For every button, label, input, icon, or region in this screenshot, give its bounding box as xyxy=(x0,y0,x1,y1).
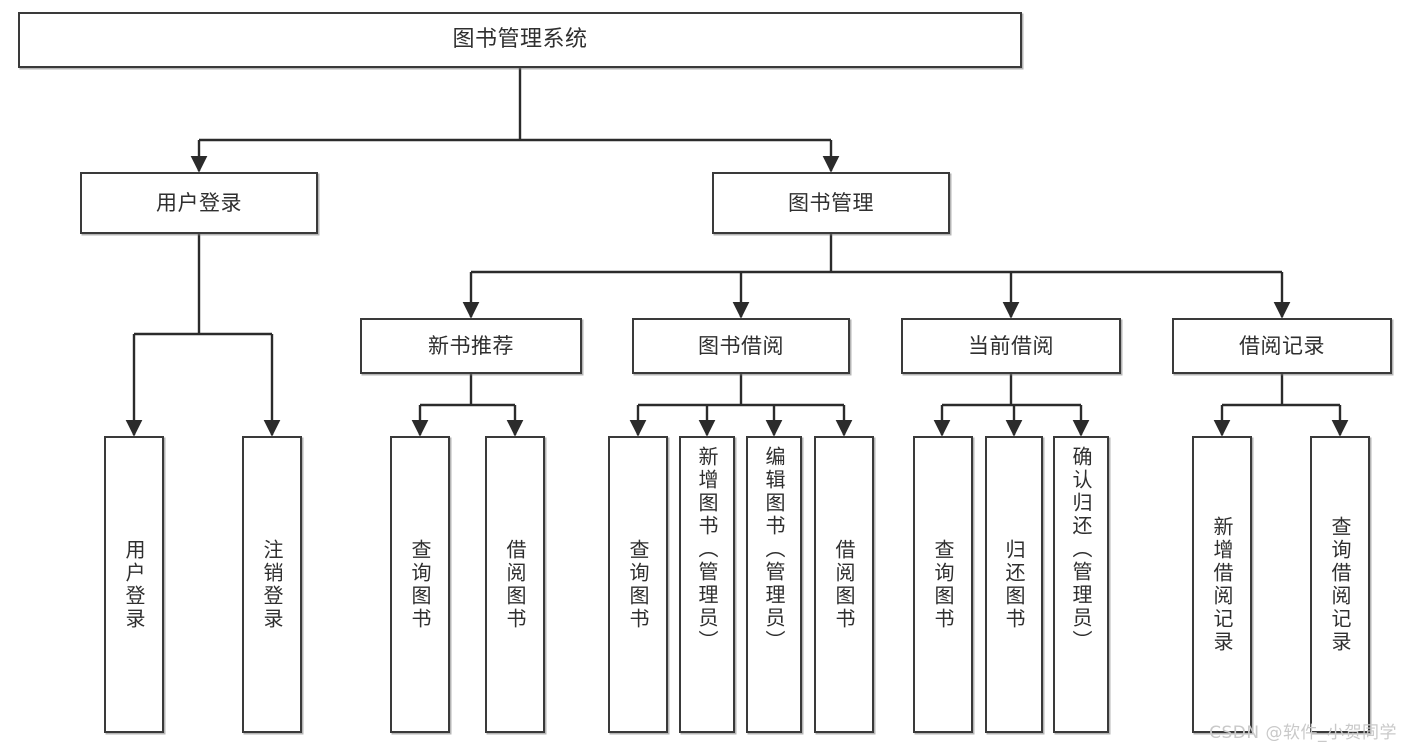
node-label: 确认归还（管理员） xyxy=(1069,446,1093,653)
node-leaf-borrow-book-1: 借阅图书 xyxy=(485,436,545,733)
node-leaf-logout: 注销登录 xyxy=(242,436,302,733)
node-label: 新增借阅记录 xyxy=(1210,515,1234,654)
node-label: 图书管理系统 xyxy=(452,27,588,53)
node-leaf-query-book-1: 查询图书 xyxy=(390,436,450,733)
node-leaf-add-book: 新增图书（管理员） xyxy=(679,436,735,733)
node-label: 查询图书 xyxy=(626,538,650,631)
node-leaf-confirm-return: 确认归还（管理员） xyxy=(1053,436,1109,733)
node-leaf-add-record: 新增借阅记录 xyxy=(1192,436,1252,733)
node-leaf-query-book-3: 查询图书 xyxy=(913,436,973,733)
node-root: 图书管理系统 xyxy=(18,12,1022,68)
node-borrow-record: 借阅记录 xyxy=(1172,318,1392,374)
node-label: 注销登录 xyxy=(260,538,284,631)
node-leaf-borrow-book-2: 借阅图书 xyxy=(814,436,874,733)
node-leaf-query-book-2: 查询图书 xyxy=(608,436,668,733)
node-label: 编辑图书（管理员） xyxy=(762,446,786,653)
node-book-manage: 图书管理 xyxy=(712,172,950,234)
node-label: 借阅图书 xyxy=(832,538,856,631)
node-leaf-query-record: 查询借阅记录 xyxy=(1310,436,1370,733)
node-current-borrow: 当前借阅 xyxy=(901,318,1121,374)
node-label: 图书管理 xyxy=(788,190,874,215)
watermark: CSDN @软件_小贺同学 xyxy=(1209,723,1397,743)
node-label: 图书借阅 xyxy=(698,333,784,358)
node-label: 借阅图书 xyxy=(503,538,527,631)
node-label: 查询图书 xyxy=(931,538,955,631)
node-leaf-return-book: 归还图书 xyxy=(985,436,1043,733)
node-new-book-rec: 新书推荐 xyxy=(360,318,582,374)
node-leaf-edit-book: 编辑图书（管理员） xyxy=(746,436,802,733)
node-user-login: 用户登录 xyxy=(80,172,318,234)
node-label: 查询图书 xyxy=(408,538,432,631)
node-label: 用户登录 xyxy=(156,190,242,215)
node-label: 归还图书 xyxy=(1002,538,1026,631)
node-label: 新书推荐 xyxy=(428,333,514,358)
node-label: 用户登录 xyxy=(122,538,146,631)
node-label: 新增图书（管理员） xyxy=(695,446,719,653)
node-label: 查询借阅记录 xyxy=(1328,515,1352,654)
node-label: 当前借阅 xyxy=(968,333,1054,358)
node-book-borrow: 图书借阅 xyxy=(632,318,850,374)
node-leaf-user-login: 用户登录 xyxy=(104,436,164,733)
node-label: 借阅记录 xyxy=(1239,333,1325,358)
